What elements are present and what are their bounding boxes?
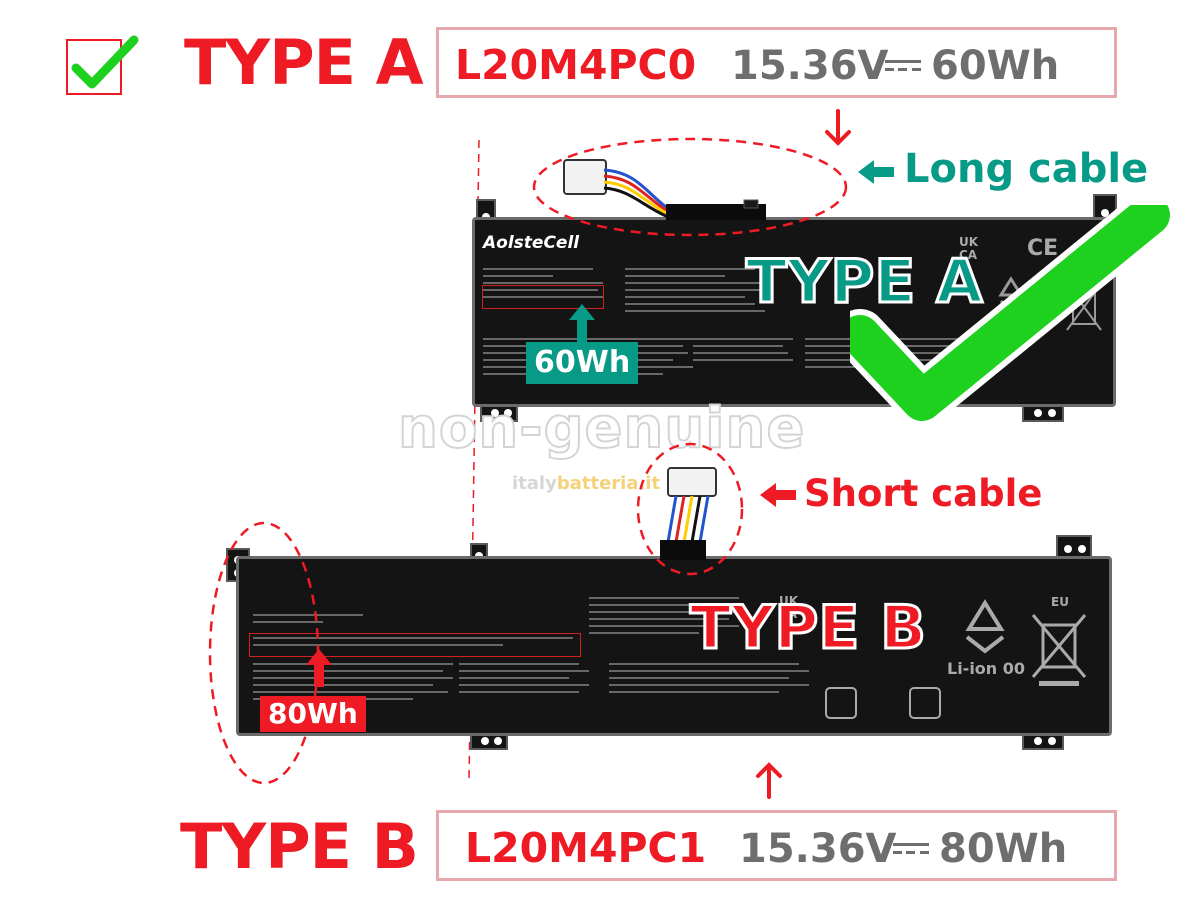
dc-symbol-icon bbox=[885, 60, 921, 72]
cable-highlight-ellipse bbox=[634, 440, 746, 578]
li-ion-mark: Li-ion 00 bbox=[947, 659, 1026, 678]
warning-text-block bbox=[609, 663, 809, 698]
type-a-voltage: 15.36V bbox=[731, 43, 889, 89]
bin-icon bbox=[1029, 609, 1089, 689]
arrow-up-icon bbox=[753, 760, 785, 800]
short-cable-label: Short cable bbox=[804, 472, 1043, 515]
warning-text-block bbox=[693, 338, 793, 366]
capacity-tag-60wh: 60Wh bbox=[526, 342, 639, 384]
arrow-left-icon bbox=[758, 480, 798, 510]
arrow-down-icon bbox=[822, 108, 854, 148]
type-b-overlay: TYPE B bbox=[689, 593, 928, 663]
recycle-icon bbox=[957, 599, 1013, 655]
type-b-label: TYPE B bbox=[180, 810, 419, 883]
kc-mark-icon bbox=[825, 687, 857, 719]
checkbox-icon bbox=[64, 34, 139, 95]
ukca-mark: UK CA bbox=[959, 235, 979, 262]
arrow-left-icon bbox=[856, 157, 896, 187]
printed-text-block bbox=[253, 614, 443, 628]
printed-text-block bbox=[625, 268, 765, 317]
dc-symbol-icon bbox=[893, 843, 929, 855]
ce-mark: CE bbox=[1027, 236, 1059, 261]
battery-b: UK CA Li-ion 00 EU bbox=[236, 556, 1112, 736]
type-a-capacity: 60Wh bbox=[931, 43, 1060, 89]
spec-highlight-box bbox=[482, 285, 604, 309]
printed-text-block bbox=[483, 268, 603, 303]
checkmark-icon bbox=[834, 189, 1176, 435]
long-cable-label: Long cable bbox=[904, 146, 1149, 192]
printed-text-block bbox=[589, 597, 749, 639]
type-a-model: L20M4PC0 bbox=[455, 41, 697, 89]
watermark-text: non-genuine bbox=[397, 395, 806, 462]
long-cable bbox=[556, 152, 786, 222]
eu-mark: EU bbox=[1051, 595, 1069, 609]
warning-text-block bbox=[459, 663, 589, 698]
ukca-mark: UK CA bbox=[779, 594, 799, 621]
short-cable bbox=[648, 462, 724, 572]
capacity-tag-80wh: 80Wh bbox=[260, 696, 366, 732]
type-b-model: L20M4PC1 bbox=[465, 824, 707, 872]
brand-logo: AolsteCell bbox=[483, 233, 580, 253]
watermark-site: italybatteria.it bbox=[512, 473, 661, 494]
type-b-spec-box: L20M4PC1 15.36V 80Wh bbox=[436, 810, 1117, 881]
printed-text-block bbox=[253, 637, 573, 651]
type-b-voltage: 15.36V bbox=[739, 826, 897, 872]
type-a-spec-box: L20M4PC0 15.36V 60Wh bbox=[436, 27, 1117, 98]
arrow-up-icon bbox=[304, 647, 334, 687]
arrow-up-icon bbox=[567, 302, 597, 342]
type-b-capacity: 80Wh bbox=[939, 826, 1068, 872]
type-a-label: TYPE A bbox=[184, 26, 424, 99]
type-a-overlay: TYPE A bbox=[745, 247, 985, 317]
cert-mark-icon bbox=[909, 687, 941, 719]
spec-highlight-box bbox=[249, 633, 581, 657]
cable-highlight-ellipse bbox=[530, 135, 850, 240]
